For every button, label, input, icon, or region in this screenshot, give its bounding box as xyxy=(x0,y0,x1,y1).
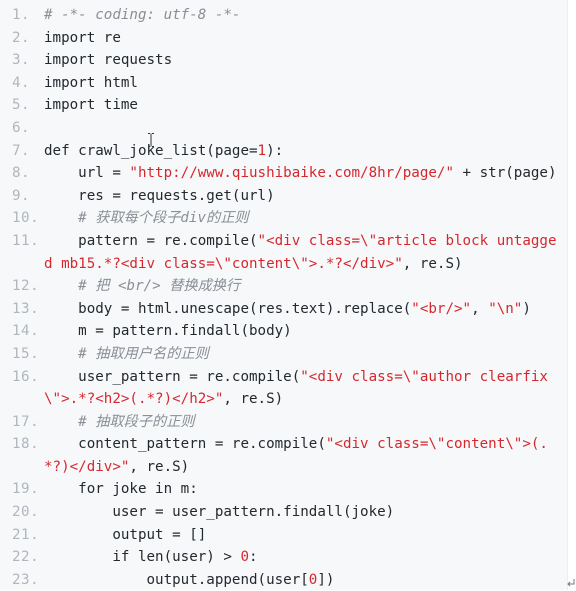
line-number: 10. xyxy=(0,207,44,230)
line-number: 16. xyxy=(0,366,44,411)
code-line: 17. # 抽取段子的正则 xyxy=(0,411,567,434)
line-number: 15. xyxy=(0,343,44,366)
code-line: 12. # 把 <br/> 替换成换行 xyxy=(0,275,567,298)
code-line: 22. if len(user) > 0: xyxy=(0,546,567,569)
code-text[interactable]: import re xyxy=(44,27,567,50)
code-text[interactable]: # 获取每个段子div的正则 xyxy=(44,207,567,230)
code-line: 20. user = user_pattern.findall(joke) xyxy=(0,501,567,524)
line-number: 5. xyxy=(0,94,44,117)
line-number: 4. xyxy=(0,72,44,95)
line-number: 18. xyxy=(0,433,44,478)
line-number: 9. xyxy=(0,185,44,208)
code-text[interactable]: import requests xyxy=(44,49,567,72)
return-arrow-icon xyxy=(566,578,576,588)
code-line: 8. url = "http://www.qiushibaike.com/8hr… xyxy=(0,162,567,185)
line-number: 19. xyxy=(0,478,44,501)
line-number: 1. xyxy=(0,4,44,27)
code-line: 21. output = [] xyxy=(0,524,567,547)
code-line: 4. import html xyxy=(0,72,567,95)
code-line: 9. res = requests.get(url) xyxy=(0,185,567,208)
line-number: 14. xyxy=(0,320,44,343)
code-line: 5. import time xyxy=(0,94,567,117)
code-text[interactable] xyxy=(44,117,567,140)
code-line: 6. xyxy=(0,117,567,140)
code-line: 2. import re xyxy=(0,27,567,50)
code-text[interactable]: body = html.unescape(res.text).replace("… xyxy=(44,298,567,321)
line-number: 2. xyxy=(0,27,44,50)
code-line: 1. # -*- coding: utf-8 -*- xyxy=(0,4,567,27)
code-text[interactable]: # 把 <br/> 替换成换行 xyxy=(44,275,567,298)
line-number: 21. xyxy=(0,524,44,547)
code-text[interactable]: pattern = re.compile("<div class=\"artic… xyxy=(44,230,567,275)
code-line: 3. import requests xyxy=(0,49,567,72)
line-number: 8. xyxy=(0,162,44,185)
code-text[interactable]: def crawl_joke_list(page=1): xyxy=(44,140,567,163)
code-text[interactable]: import html xyxy=(44,72,567,95)
line-number: 12. xyxy=(0,275,44,298)
code-line: 23. output.append(user[0]) xyxy=(0,569,567,591)
code-line: 14. m = pattern.findall(body) xyxy=(0,320,567,343)
line-number: 22. xyxy=(0,546,44,569)
line-number: 11. xyxy=(0,230,44,275)
code-text[interactable]: output.append(user[0]) xyxy=(44,569,567,591)
code-text[interactable]: # 抽取段子的正则 xyxy=(44,411,567,434)
code-text[interactable]: content_pattern = re.compile("<div class… xyxy=(44,433,567,478)
line-number: 3. xyxy=(0,49,44,72)
code-line: 16. user_pattern = re.compile("<div clas… xyxy=(0,366,567,411)
line-number: 13. xyxy=(0,298,44,321)
line-number: 6. xyxy=(0,117,44,140)
code-line: 15. # 抽取用户名的正则 xyxy=(0,343,567,366)
code-line: 19. for joke in m: xyxy=(0,478,567,501)
code-line: 7. def crawl_joke_list(page=1): xyxy=(0,140,567,163)
code-text[interactable]: import time xyxy=(44,94,567,117)
code-text[interactable]: m = pattern.findall(body) xyxy=(44,320,567,343)
code-text[interactable]: if len(user) > 0: xyxy=(44,546,567,569)
code-text[interactable]: url = "http://www.qiushibaike.com/8hr/pa… xyxy=(44,162,567,185)
code-text[interactable]: output = [] xyxy=(44,524,567,547)
code-text[interactable]: # 抽取用户名的正则 xyxy=(44,343,567,366)
code-text[interactable]: for joke in m: xyxy=(44,478,567,501)
code-text[interactable]: user_pattern = re.compile("<div class=\"… xyxy=(44,366,567,411)
line-number: 23. xyxy=(0,569,44,591)
code-text[interactable]: user = user_pattern.findall(joke) xyxy=(44,501,567,524)
line-number: 7. xyxy=(0,140,44,163)
line-number: 17. xyxy=(0,411,44,434)
code-line: 11. pattern = re.compile("<div class=\"a… xyxy=(0,230,567,275)
code-text[interactable]: res = requests.get(url) xyxy=(44,185,567,208)
code-line: 18. content_pattern = re.compile("<div c… xyxy=(0,433,567,478)
line-number: 20. xyxy=(0,501,44,524)
code-line: 13. body = html.unescape(res.text).repla… xyxy=(0,298,567,321)
code-line: 10. # 获取每个段子div的正则 xyxy=(0,207,567,230)
code-text[interactable]: # -*- coding: utf-8 -*- xyxy=(44,4,567,27)
i-beam-cursor-icon xyxy=(148,133,154,147)
